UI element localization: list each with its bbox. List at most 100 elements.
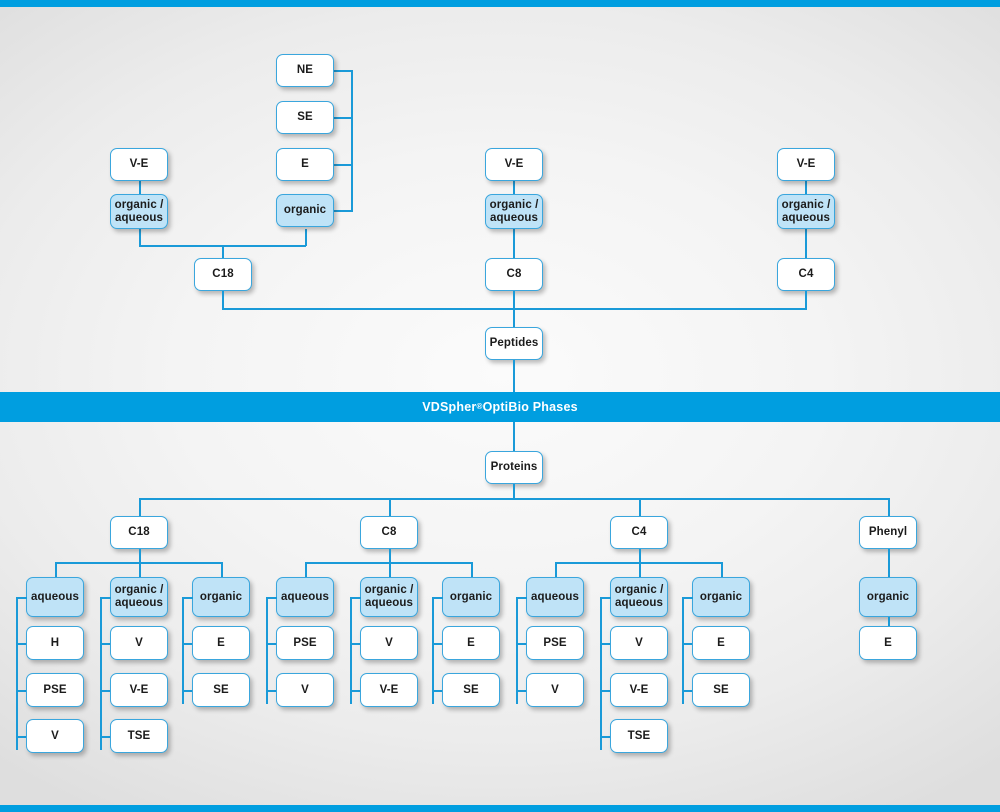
node-c18-aqueous-h[interactable]: H [26, 626, 84, 660]
node-top-c18-e[interactable]: E [276, 148, 334, 181]
node-c8-organic-se[interactable]: SE [442, 673, 500, 707]
connector-c18-oa-child2-stub [100, 690, 111, 692]
node-c18-oa-tse[interactable]: TSE [110, 719, 168, 753]
node-c4-organic-se[interactable]: SE [692, 673, 750, 707]
node-peptides[interactable]: Peptides [485, 327, 543, 360]
node-top-c4-ve[interactable]: V-E [777, 148, 835, 181]
connector-c18-organic-spine [182, 597, 184, 704]
node-c8-aqueous[interactable]: aqueous [276, 577, 334, 617]
connector-c18-aqueous-child3-stub [16, 736, 27, 738]
node-c4-aqueous-v[interactable]: V [526, 673, 584, 707]
node-c4-aqueous[interactable]: aqueous [526, 577, 584, 617]
node-top-c18-organic[interactable]: organic [276, 194, 334, 227]
bottom-brand-bar [0, 805, 1000, 812]
connector-c4-oa-child3-stub [600, 736, 611, 738]
connector-c4-oa-child1-stub [600, 643, 611, 645]
connector-c8-oa-child1-stub [350, 643, 361, 645]
connector-c18-group-bus [55, 562, 222, 564]
connector-c4-oa-child2-stub [600, 690, 611, 692]
node-c8-aqueous-v[interactable]: V [276, 673, 334, 707]
connector-c18-oa-child1-stub [100, 643, 111, 645]
node-c18-oa-ve[interactable]: V-E [110, 673, 168, 707]
node-c8-organic-aqueous[interactable]: organic / aqueous [360, 577, 418, 617]
connector-c18-to-peptides-bus [222, 291, 224, 309]
connector-c18-aqueous-head-stub [16, 597, 27, 599]
connector-c8-oa-child2-stub [350, 690, 361, 692]
node-c8-organic[interactable]: organic [442, 577, 500, 617]
node-c4-aqueous-pse[interactable]: PSE [526, 626, 584, 660]
connector-top-c8-ve-to-oa [513, 180, 515, 195]
node-top-c4-organic-aqueous[interactable]: organic / aqueous [777, 194, 835, 229]
connector-top-c4-oa-to-c4 [805, 229, 807, 259]
node-top-c8-ve[interactable]: V-E [485, 148, 543, 181]
connector-top-c18-organic-down [305, 229, 307, 246]
connector-c8-aqueous-head-stub [266, 597, 277, 599]
connector-top-c18-ne-stub [334, 70, 353, 72]
connector-c8-organic-child2-stub [432, 690, 443, 692]
banner-text-after: OptiBio Phases [482, 400, 578, 414]
node-phenyl-organic[interactable]: organic [859, 577, 917, 617]
connector-c18-organic-child2-stub [182, 690, 193, 692]
connector-banner-to-proteins [513, 422, 515, 451]
connector-c4-down [639, 549, 641, 563]
connector-c18-aqueous-spine [16, 597, 18, 750]
node-c4-organic[interactable]: organic [692, 577, 750, 617]
connector-c18-down [139, 549, 141, 563]
node-c18-organic-se[interactable]: SE [192, 673, 250, 707]
node-top-c8-organic-aqueous[interactable]: organic / aqueous [485, 194, 543, 229]
node-c4-oa-v[interactable]: V [610, 626, 668, 660]
connector-phenyl-to-organic [888, 549, 890, 578]
node-c18-aqueous[interactable]: aqueous [26, 577, 84, 617]
connector-c4-oa-head-stub [600, 597, 611, 599]
connector-c18-organic-head-stub [182, 597, 193, 599]
node-c4-oa-tse[interactable]: TSE [610, 719, 668, 753]
node-top-c4[interactable]: C4 [777, 258, 835, 291]
node-top-c18[interactable]: C18 [194, 258, 252, 291]
node-bottom-c8[interactable]: C8 [360, 516, 418, 549]
connector-c8-to-aqueous [305, 562, 307, 578]
node-c4-organic-aqueous[interactable]: organic / aqueous [610, 577, 668, 617]
node-c4-organic-e[interactable]: E [692, 626, 750, 660]
connector-c8-oa-spine [350, 597, 352, 704]
node-c18-aqueous-v[interactable]: V [26, 719, 84, 753]
connector-c18-oa-spine [100, 597, 102, 750]
connector-c8-organic-child1-stub [432, 643, 443, 645]
connector-c4-aqueous-child2-stub [516, 690, 527, 692]
connector-peptides-to-banner [513, 360, 515, 392]
connector-c8-to-organic-aqueous [389, 562, 391, 578]
node-top-c18-se[interactable]: SE [276, 101, 334, 134]
node-c18-aqueous-pse[interactable]: PSE [26, 673, 84, 707]
connector-bus-to-c8 [389, 498, 391, 517]
node-phenyl-organic-e[interactable]: E [859, 626, 917, 660]
connector-c18-to-aqueous [55, 562, 57, 578]
connector-c8-to-peptides [513, 291, 515, 328]
connector-top-c8-oa-to-c8 [513, 229, 515, 259]
node-proteins[interactable]: Proteins [485, 451, 543, 484]
connector-top-c4-ve-to-oa [805, 180, 807, 195]
node-c4-oa-ve[interactable]: V-E [610, 673, 668, 707]
node-c18-oa-v[interactable]: V [110, 626, 168, 660]
connector-c18-aqueous-child1-stub [16, 643, 27, 645]
connector-c8-organic-head-stub [432, 597, 443, 599]
node-c18-organic-e[interactable]: E [192, 626, 250, 660]
node-top-c18-ne[interactable]: NE [276, 54, 334, 87]
node-c8-oa-v[interactable]: V [360, 626, 418, 660]
connector-bus-to-c4 [639, 498, 641, 517]
node-bottom-c4[interactable]: C4 [610, 516, 668, 549]
node-bottom-c18[interactable]: C18 [110, 516, 168, 549]
node-c18-organic-aqueous[interactable]: organic / aqueous [110, 577, 168, 617]
node-top-c18-ve[interactable]: V-E [110, 148, 168, 181]
node-top-c8[interactable]: C8 [485, 258, 543, 291]
node-c8-aqueous-pse[interactable]: PSE [276, 626, 334, 660]
node-top-c18-organic-aqueous[interactable]: organic / aqueous [110, 194, 168, 229]
node-c8-oa-ve[interactable]: V-E [360, 673, 418, 707]
node-bottom-phenyl[interactable]: Phenyl [859, 516, 917, 549]
node-c8-organic-e[interactable]: E [442, 626, 500, 660]
banner-text-before: VDSpher [422, 400, 477, 414]
top-brand-bar [0, 0, 1000, 7]
connector-c4-group-bus [555, 562, 722, 564]
node-c18-organic[interactable]: organic [192, 577, 250, 617]
connector-c4-oa-spine [600, 597, 602, 750]
connector-c8-down [389, 549, 391, 563]
